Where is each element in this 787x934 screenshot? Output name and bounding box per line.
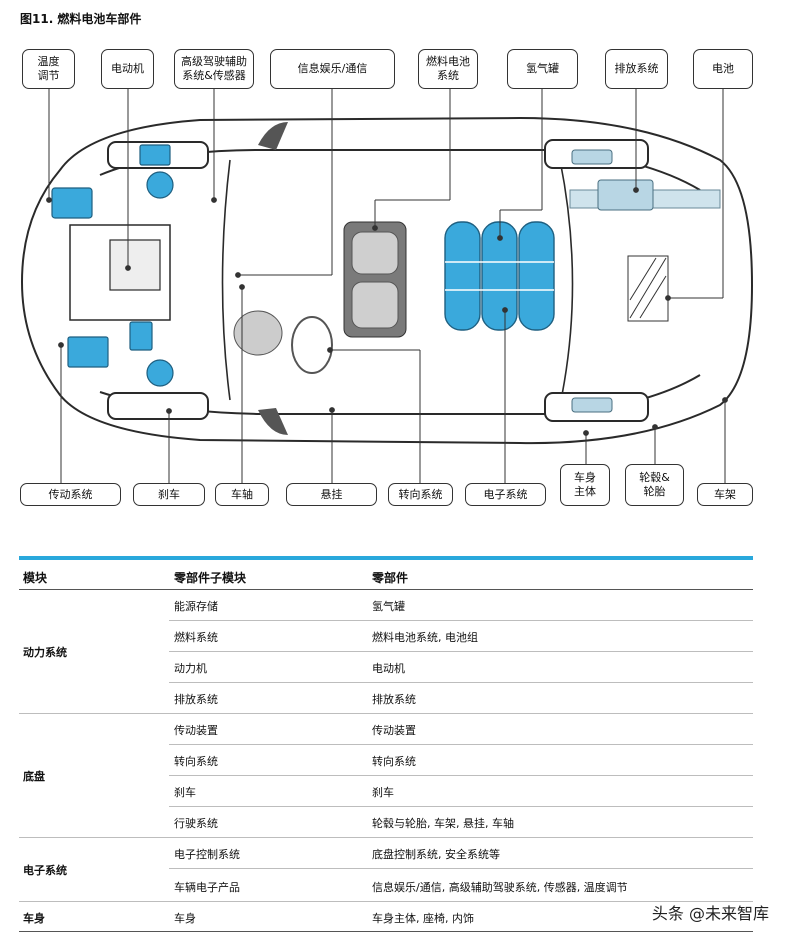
table-cell: 排放系统 <box>372 693 416 706</box>
table-cell: 燃料电池系统, 电池组 <box>372 631 478 644</box>
table-row: 燃料系统 <box>174 631 218 644</box>
brake-disc-bottom <box>146 359 174 387</box>
header-module: 模块 <box>23 571 48 585</box>
module-power: 动力系统 <box>23 646 67 659</box>
callout-steering: 转向系统 <box>388 483 453 506</box>
module-chassis: 底盘 <box>23 770 45 783</box>
table-row: 能源存储 <box>174 600 218 613</box>
table-cell: 车身主体, 座椅, 内饰 <box>372 912 474 925</box>
callout-brake: 刹车 <box>133 483 205 506</box>
table-row: 排放系统 <box>174 693 218 706</box>
callout-wheel-tire: 轮毂& 轮胎 <box>625 464 684 506</box>
callout-infotainment: 信息娱乐/通信 <box>270 49 395 89</box>
table-cell: 刹车 <box>372 786 394 799</box>
module-body: 车身 <box>23 912 45 925</box>
header-parts: 零部件 <box>372 571 409 585</box>
exhaust-unit <box>597 179 654 211</box>
table-top-bar <box>19 556 753 560</box>
table-row: 车辆电子产品 <box>174 881 240 894</box>
table-cell: 底盘控制系统, 安全系统等 <box>372 848 500 861</box>
callout-transmission: 传动系统 <box>20 483 121 506</box>
figure-title: 图11. 燃料电池车部件 <box>20 12 142 26</box>
table-row: 车身 <box>174 912 196 925</box>
callout-axle: 车轴 <box>215 483 269 506</box>
table-cell: 氢气罐 <box>372 600 405 613</box>
car-body-outline <box>20 116 754 445</box>
table-row: 电子控制系统 <box>174 848 240 861</box>
callout-frame: 车架 <box>697 483 753 506</box>
temp-control-unit <box>51 187 93 219</box>
header-submodule: 零部件子模块 <box>174 571 247 585</box>
table-cell: 转向系统 <box>372 755 416 768</box>
components-table: 模块 零部件子模块 零部件 动力系统 能源存储 氢气罐 燃料系统 燃料电池系统,… <box>19 556 753 932</box>
brake-disc-top <box>146 171 174 199</box>
callout-hydrogen-tank: 氢气罐 <box>507 49 578 89</box>
table-row: 转向系统 <box>174 755 218 768</box>
table-row: 行驶系统 <box>174 817 218 830</box>
callout-fuel-cell: 燃料电池 系统 <box>418 49 478 89</box>
callout-battery: 电池 <box>693 49 753 89</box>
callout-body: 车身 主体 <box>560 464 610 506</box>
callout-electronics: 电子系统 <box>465 483 546 506</box>
rear-hub-top <box>571 149 613 165</box>
motor-unit <box>139 144 171 166</box>
module-electronics: 电子系统 <box>23 864 67 877</box>
callout-temp-control: 温度 调节 <box>22 49 75 89</box>
table-cell: 传动装置 <box>372 724 416 737</box>
callout-adas-sensor: 高级驾驶辅助 系统&传感器 <box>174 49 254 89</box>
callout-suspension: 悬挂 <box>286 483 377 506</box>
hydrogen-tanks <box>444 221 555 331</box>
callout-exhaust: 排放系统 <box>605 49 668 89</box>
table-cell: 轮毂与轮胎, 车架, 悬挂, 车轴 <box>372 817 514 830</box>
wheel-front-bottom <box>107 392 209 420</box>
table-cell: 电动机 <box>372 662 405 675</box>
watermark: 头条 @未来智库 <box>651 904 769 923</box>
table-row: 刹车 <box>174 786 196 799</box>
table-row: 动力机 <box>174 662 207 675</box>
callout-motor: 电动机 <box>101 49 154 89</box>
transmission-unit <box>67 336 109 368</box>
table-cell: 信息娱乐/通信, 高级辅助驾驶系统, 传感器, 温度调节 <box>372 881 628 894</box>
table-row: 传动装置 <box>174 724 218 737</box>
car-diagram <box>20 89 754 483</box>
